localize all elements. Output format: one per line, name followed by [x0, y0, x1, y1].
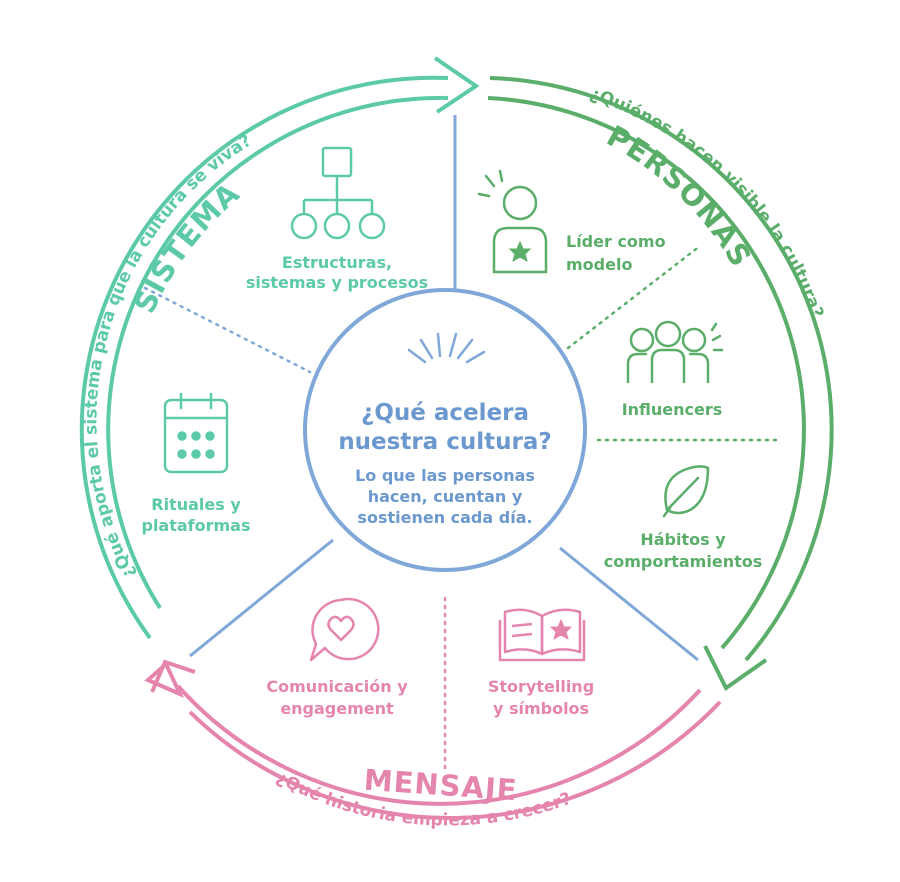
storytelling-label-line2: y símbolos — [493, 699, 589, 718]
leaf-icon — [662, 465, 710, 518]
lider-label-line2: modelo — [566, 255, 632, 274]
leader-icon — [477, 169, 548, 274]
center-title-line2: nuestra cultura? — [338, 429, 551, 455]
habitos-label-line1: Hábitos y — [640, 530, 726, 549]
calendar-icon — [163, 392, 229, 474]
spark-icon — [407, 332, 486, 364]
org-chart-icon — [290, 146, 386, 240]
divider-bottom-left — [189, 538, 334, 658]
mensaje-arrow — [144, 659, 722, 821]
divider-dotted-lider — [566, 244, 702, 350]
center-subtitle-line2: hacen, cuentan y — [368, 487, 523, 506]
center-subtitle-line3: sostienen cada día. — [357, 508, 532, 527]
comunicacion-label-line1: Comunicación y — [266, 677, 408, 696]
book-icon — [498, 608, 586, 662]
personas-arrow — [487, 76, 834, 691]
group-icon — [626, 320, 724, 384]
comunicacion-label-line2: engagement — [280, 699, 394, 718]
center-title-line1: ¿Qué acelera — [361, 400, 529, 426]
estructuras-label-line2: sistemas y procesos — [246, 273, 428, 292]
rituales-label-line1: Rituales y — [151, 495, 241, 514]
lider-label-line1: Líder como — [566, 232, 666, 251]
storytelling-label-line1: Storytelling — [488, 677, 594, 696]
estructuras-label-line1: Estructuras, — [282, 253, 392, 272]
center-circle — [303, 288, 587, 572]
habitos-label-line2: comportamientos — [604, 552, 763, 571]
rituales-label-line2: plataformas — [141, 516, 250, 535]
influencers-label: Influencers — [622, 400, 723, 419]
dividers — [143, 115, 784, 772]
speech-heart-icon — [309, 597, 380, 662]
sistema-arrow — [79, 56, 480, 640]
center-subtitle-line1: Lo que las personas — [355, 466, 535, 485]
divider-dotted-left — [143, 286, 312, 374]
divider-bottom-right — [559, 546, 699, 662]
